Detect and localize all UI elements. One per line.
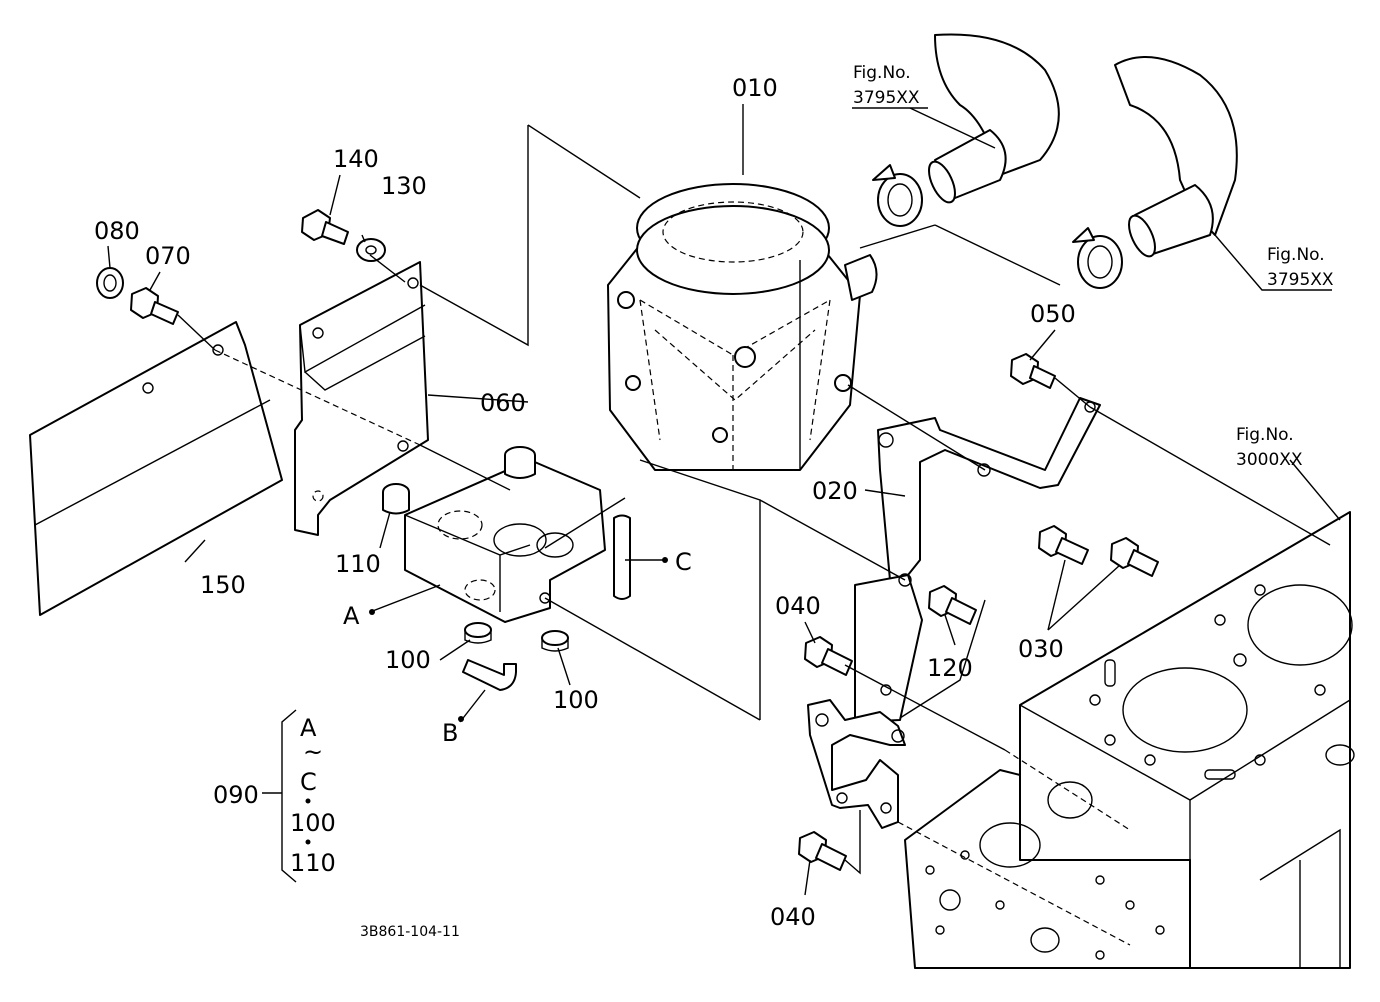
grommet-080 <box>96 267 124 299</box>
fig-ref-hose-top-number: 3795XX <box>853 88 920 108</box>
hose-clamp-right <box>1072 227 1123 289</box>
bolt-120 <box>928 585 977 625</box>
bolt-040-top <box>804 636 853 676</box>
shield-plate <box>29 321 283 616</box>
lower-bracket <box>807 699 906 829</box>
flange-bolt-140 <box>301 209 349 245</box>
point-label-c: C <box>675 548 692 576</box>
bolt-030-a <box>1038 525 1089 565</box>
fig-ref-hose-top-label: Fig.No. <box>853 63 911 83</box>
kit-line-a: A <box>300 714 317 742</box>
rubber-100-left <box>464 622 492 644</box>
callout-110: 110 <box>335 550 381 578</box>
drawing-number: 3B861-104-11 <box>360 924 460 940</box>
fig-ref-hose-right-label: Fig.No. <box>1267 245 1325 265</box>
bolt-040-bottom <box>798 831 847 871</box>
fig-ref-block-number: 3000XX <box>1236 450 1303 470</box>
rubber-100-right <box>541 630 569 652</box>
callout-060: 060 <box>480 389 526 417</box>
leader-lines <box>107 104 1341 896</box>
bolt-030-b <box>1110 537 1159 577</box>
fig-ref-block-label: Fig.No. <box>1236 425 1294 445</box>
callout-100-left: 100 <box>385 646 431 674</box>
cover-plate <box>294 261 429 536</box>
callout-100-right: 100 <box>553 686 599 714</box>
callout-010: 010 <box>732 74 778 102</box>
kit-line-c: C <box>300 768 317 796</box>
kit-bracket-090 <box>262 709 311 883</box>
pin-c <box>613 514 631 600</box>
elbow-pipe-b <box>462 659 517 691</box>
callout-020: 020 <box>812 477 858 505</box>
callout-130: 130 <box>381 172 427 200</box>
bolt-050 <box>1010 353 1056 389</box>
kit-line-100: 100 <box>290 809 336 837</box>
point-label-a: A <box>343 602 360 630</box>
callout-040-bottom: 040 <box>770 903 816 931</box>
callout-030: 030 <box>1018 635 1064 663</box>
fig-ref-hose-right-number: 3795XX <box>1267 270 1334 290</box>
kit-line-110: 110 <box>290 849 336 877</box>
flange-bolt-070 <box>130 287 179 325</box>
callout-050: 050 <box>1030 300 1076 328</box>
kit-line-tilde: ~ <box>303 738 323 766</box>
callout-080: 080 <box>94 217 140 245</box>
engine-block <box>904 511 1355 969</box>
stay-020 <box>854 397 1101 723</box>
air-cleaner-body <box>607 183 878 471</box>
mount-base-a <box>404 446 606 623</box>
hose-clamp-upper <box>872 164 923 227</box>
callout-090: 090 <box>213 781 259 809</box>
callout-140: 140 <box>333 145 379 173</box>
callout-040-top: 040 <box>775 592 821 620</box>
callout-120: 120 <box>927 654 973 682</box>
intake-hose-right <box>1114 56 1238 258</box>
point-label-b: B <box>442 719 458 747</box>
callout-150: 150 <box>200 571 246 599</box>
assembly-lines <box>177 124 1331 946</box>
intake-hose-upper <box>928 33 1060 204</box>
rubber-110 <box>382 483 410 515</box>
washer-130 <box>356 238 386 262</box>
callout-070: 070 <box>145 242 191 270</box>
